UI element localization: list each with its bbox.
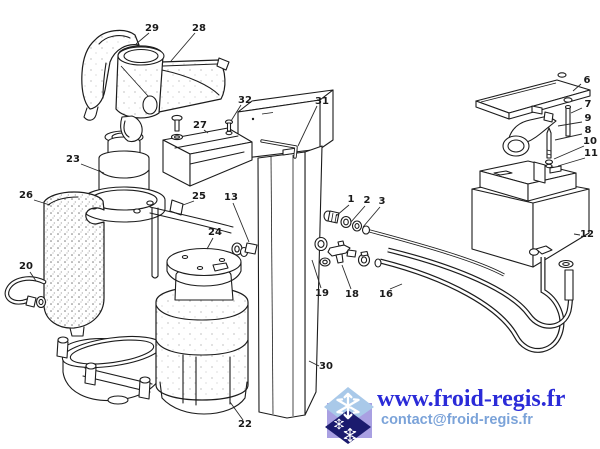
svg-text:8: 8 [585,125,592,136]
svg-text:3: 3 [379,196,386,207]
svg-text:18: 18 [345,289,359,300]
svg-text:25: 25 [192,191,206,202]
callout-11: 11 [557,148,598,167]
mounting-bracket-rod [260,139,298,159]
callout-27: 27 [193,120,209,134]
callout-30: 30 [308,360,333,372]
callout-1: 1 [335,194,355,217]
svg-text:30: 30 [319,361,333,372]
float-lever [502,111,557,157]
svg-text:24: 24 [208,227,222,238]
svg-text:13: 13 [224,192,238,203]
callout-2: 2 [350,195,371,223]
hinge-pin-short [544,127,554,169]
callout-19: 19 [311,259,329,299]
callout-24: 24 [206,227,222,250]
svg-text:1: 1 [348,194,355,205]
svg-text:12: 12 [580,229,594,240]
callout-22: 22 [229,401,252,430]
callout-23: 23 [66,154,105,174]
filter-canister [155,247,249,415]
svg-text:2: 2 [364,195,371,206]
svg-text:10: 10 [583,136,597,147]
hinge-pin-long [564,104,572,137]
callout-31: 31 [297,96,329,147]
svg-text:16: 16 [379,289,393,300]
callout-25: 25 [182,191,206,206]
handle-hose [4,276,47,309]
screw-and-washer [170,114,184,141]
svg-text:31: 31 [315,96,329,107]
callout-28: 28 [170,23,206,62]
svg-text:19: 19 [315,288,329,299]
callout-13: 13 [224,192,250,243]
svg-text:20: 20 [19,261,33,272]
callout-32: 32 [230,95,252,122]
valve-cover-cap [81,29,140,121]
reservoir-tank [471,160,590,268]
callout-18: 18 [341,264,359,300]
svg-text:6: 6 [584,75,591,86]
callout-16: 16 [379,283,403,300]
callout-29: 29 [135,23,159,45]
svg-text:28: 28 [192,23,206,34]
email-link[interactable]: contact@froid-regis.fr [381,412,533,428]
screw-32 [224,119,234,136]
callout-26: 26 [19,190,51,206]
valve-cover-housing [115,45,230,143]
callout-9: 9 [557,113,592,127]
tank-elbow-and-washer [528,245,574,269]
svg-text:29: 29 [145,23,159,34]
svg-text:32: 32 [238,95,252,106]
svg-text:23: 23 [66,154,80,165]
brand-logo [324,387,374,444]
callout-8: 8 [554,125,592,141]
callout-7: 7 [570,99,592,114]
svg-text:7: 7 [585,99,592,110]
drain-pipe [149,206,234,279]
svg-text:26: 26 [19,190,33,201]
svg-text:11: 11 [584,148,598,159]
pump-base [56,335,165,405]
svg-text:22: 22 [238,419,252,430]
stator-shell [43,191,105,337]
callout-6: 6 [572,75,591,92]
elbow-fitting [231,242,258,258]
fittings-cluster [314,210,574,301]
lid-plate [475,72,591,120]
lid-bracket [533,161,562,184]
svg-text:9: 9 [585,113,592,124]
callout-12: 12 [573,229,594,240]
svg-text:27: 27 [193,120,207,131]
website-link[interactable]: www.froid-regis.fr [377,386,566,412]
callout-3: 3 [362,196,386,228]
callout-10: 10 [553,136,597,160]
callouts: 29 28 32 27 31 23 26 25 13 1 2 3 20 24 1… [19,23,598,430]
callout-20: 20 [19,261,37,282]
